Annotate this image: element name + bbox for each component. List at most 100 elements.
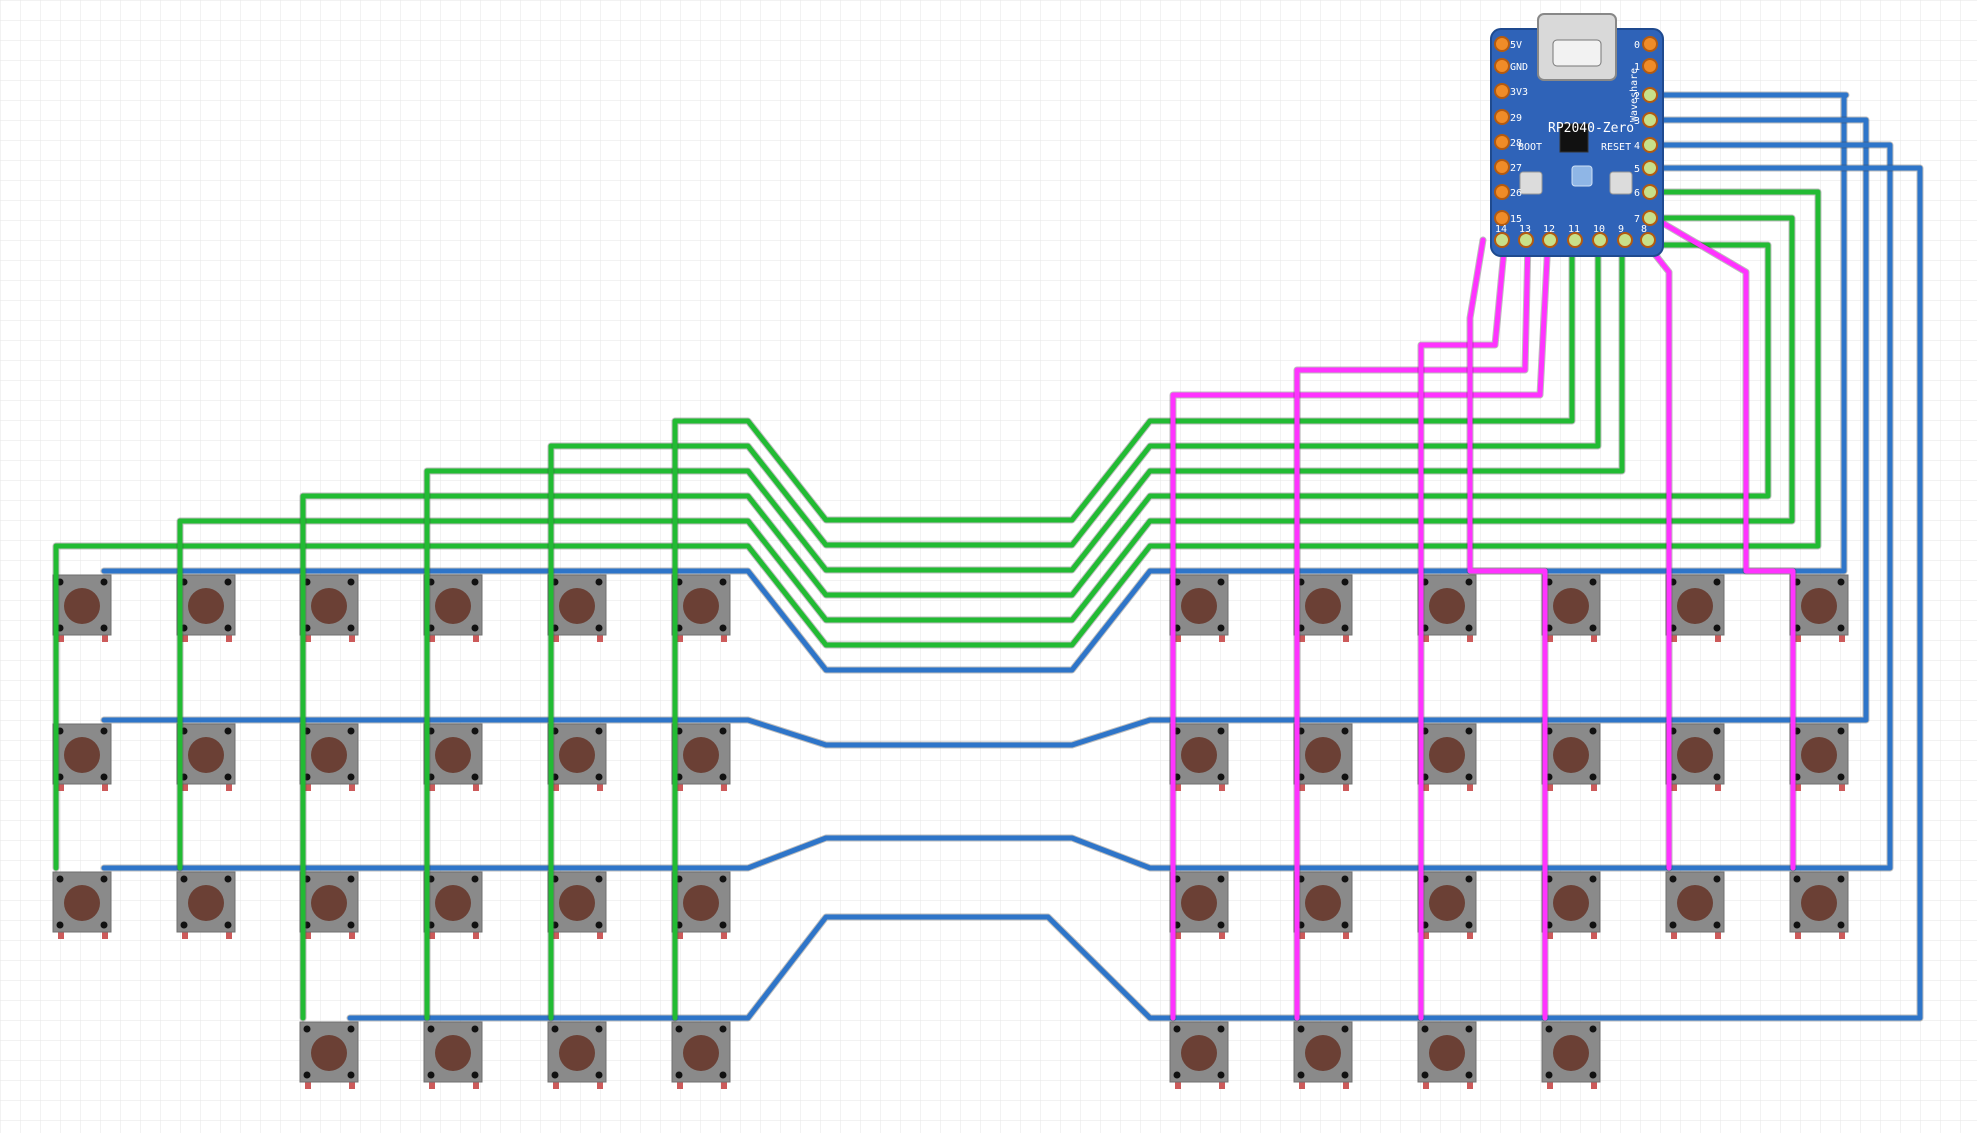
pushbutton-icon (1305, 1035, 1341, 1071)
switch-left-0-4 (547, 574, 607, 642)
switch-right-3-0 (1169, 1021, 1229, 1089)
switch-left-1-3 (423, 723, 483, 791)
switch-leg (1219, 781, 1225, 791)
pushbutton-icon (1429, 588, 1465, 624)
pin-pad-right (1642, 87, 1658, 103)
switch-leg (1219, 929, 1225, 939)
switch-right-1-3 (1541, 723, 1601, 791)
pin-pad-left (1494, 58, 1510, 74)
switch-leg (226, 781, 232, 791)
switch-left-3-4 (547, 1021, 607, 1089)
board-brand: Waveshare (1629, 68, 1640, 122)
switch-screw (1669, 921, 1677, 929)
switch-leg (1839, 929, 1845, 939)
switch-screw (56, 875, 64, 883)
switch-screw (1465, 875, 1473, 883)
switch-screw (471, 1071, 479, 1079)
pin-pad-bottom (1592, 232, 1608, 248)
pin-label-bottom: 13 (1519, 224, 1531, 235)
pushbutton-icon (311, 1035, 347, 1071)
switch-left-1-0 (52, 723, 112, 791)
pushbutton-icon (64, 885, 100, 921)
pushbutton-icon (1677, 737, 1713, 773)
switch-screw (1589, 1025, 1597, 1033)
switch-screw (347, 773, 355, 781)
switch-left-2-5 (671, 871, 731, 939)
switch-screw (1465, 921, 1473, 929)
switch-screw (56, 921, 64, 929)
switch-right-3-1 (1293, 1021, 1353, 1089)
switch-leg (721, 632, 727, 642)
board-led (1571, 165, 1593, 187)
switch-leg (1715, 781, 1721, 791)
switch-screw (1713, 624, 1721, 632)
switch-screw (347, 624, 355, 632)
usb-c-port (1552, 39, 1602, 67)
switch-screw (224, 624, 232, 632)
switch-screw (595, 578, 603, 586)
switch-leg (677, 781, 683, 791)
switch-leg (349, 632, 355, 642)
switch-leg (1547, 632, 1553, 642)
switch-leg (1547, 781, 1553, 791)
switch-screw (1545, 1025, 1553, 1033)
switch-screw (719, 1025, 727, 1033)
switch-right-2-5 (1789, 871, 1849, 939)
switch-leg (553, 929, 559, 939)
pin-label-left: 15 (1510, 214, 1522, 225)
pushbutton-icon (1181, 1035, 1217, 1071)
pin-pad-left (1494, 134, 1510, 150)
switch-leg (1591, 1079, 1597, 1089)
switch-screw (595, 773, 603, 781)
switch-screw (675, 1025, 683, 1033)
switch-leg (1467, 1079, 1473, 1089)
col-wire-left-5 (672, 242, 1575, 1021)
switch-leg (1423, 929, 1429, 939)
switch-screw (1589, 773, 1597, 781)
pushbutton-icon (188, 737, 224, 773)
reset-label: RESET (1601, 142, 1631, 153)
switch-leg (305, 632, 311, 642)
switch-right-0-1 (1293, 574, 1353, 642)
switch-screw (1421, 1071, 1429, 1079)
pushbutton-icon (1801, 737, 1837, 773)
switch-screw (1217, 1025, 1225, 1033)
switch-leg (553, 781, 559, 791)
switch-screw (595, 624, 603, 632)
pin-label-bottom: 10 (1593, 224, 1605, 235)
switch-leg (1175, 781, 1181, 791)
switch-screw (1465, 773, 1473, 781)
pin-pad-bottom (1542, 232, 1558, 248)
pushbutton-icon (1181, 588, 1217, 624)
switch-screw (224, 773, 232, 781)
switch-screw (719, 624, 727, 632)
switch-left-2-1 (176, 871, 236, 939)
pin-pad-right (1642, 36, 1658, 52)
pin-pad-right (1642, 210, 1658, 226)
switch-screw (224, 727, 232, 735)
switch-screw (471, 875, 479, 883)
switch-screw (1341, 773, 1349, 781)
switch-screw (471, 921, 479, 929)
col-wire-left-0 (53, 189, 1821, 871)
pin-label-left: 27 (1510, 163, 1522, 174)
switch-layer (52, 574, 1849, 1089)
switch-leg (1343, 929, 1349, 939)
switch-leg (473, 632, 479, 642)
pushbutton-icon (64, 588, 100, 624)
switch-right-2-2 (1417, 871, 1477, 939)
pushbutton-icon (435, 885, 471, 921)
pushbutton-icon (1553, 588, 1589, 624)
pin-label-bottom: 14 (1495, 224, 1507, 235)
switch-screw (1217, 1071, 1225, 1079)
switch-screw (1217, 578, 1225, 586)
switch-leg (1591, 781, 1597, 791)
switch-left-3-2 (299, 1021, 359, 1089)
switch-screw (1341, 578, 1349, 586)
switch-leg (1547, 1079, 1553, 1089)
switch-right-0-0 (1169, 574, 1229, 642)
col-wire-right-0 (1170, 237, 1551, 1021)
switch-leg (102, 781, 108, 791)
switch-screw (471, 1025, 479, 1033)
